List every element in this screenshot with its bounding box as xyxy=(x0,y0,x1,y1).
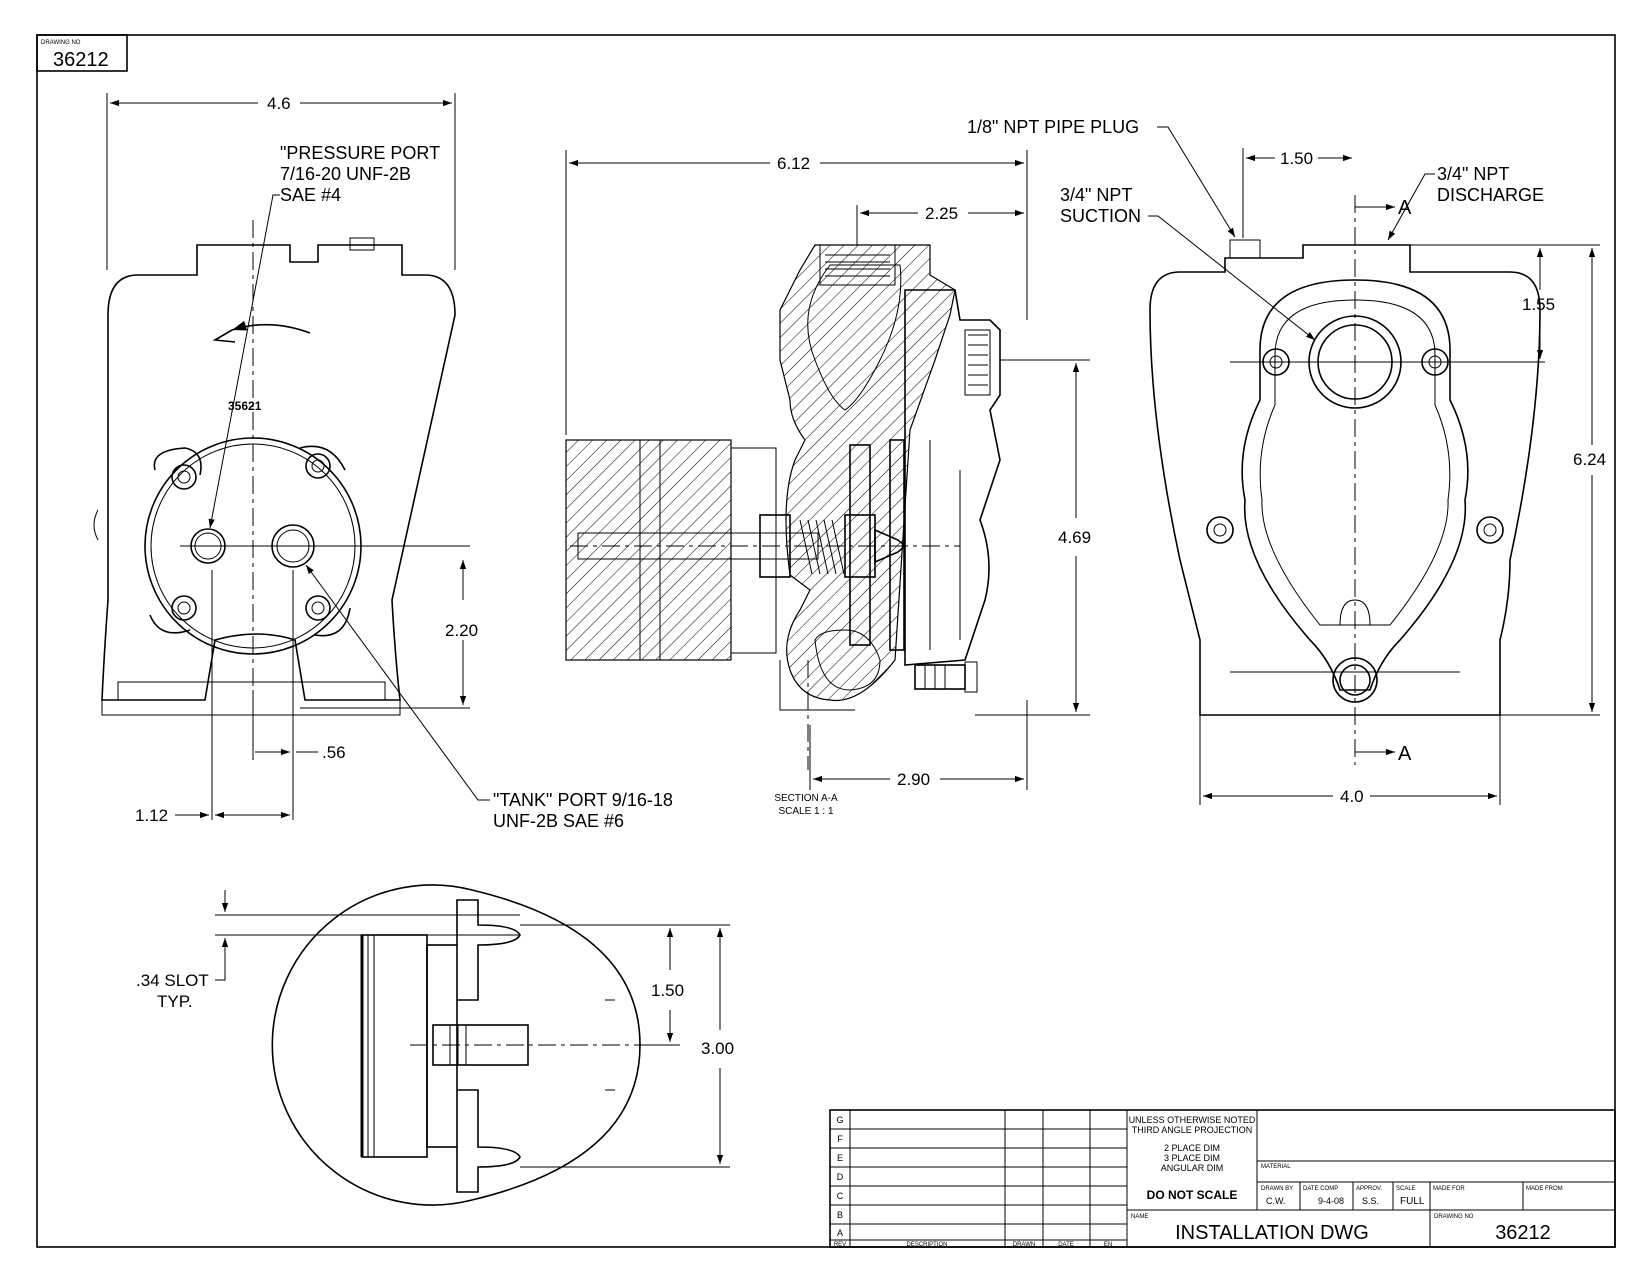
suction-offset-dim: 2.25 xyxy=(925,204,958,223)
pump-casing-section xyxy=(779,244,956,702)
right-width-dim: 4.0 xyxy=(1340,787,1364,806)
outer-dim: 3.00 xyxy=(701,1039,734,1058)
rev-letter-d: D xyxy=(837,1172,844,1182)
part-mark: 35621 xyxy=(228,399,262,413)
rev-letter-b: B xyxy=(837,1210,843,1220)
date-comp-label: DATE COMP xyxy=(1303,1186,1338,1192)
title-drawing-no: 36212 xyxy=(1495,1222,1551,1244)
front-view: 35621 4.6 "PRESSURE PORT 7/16-20 UNF-2B … xyxy=(93,93,673,831)
pipe-plug-note: 1/8" NPT PIPE PLUG xyxy=(967,117,1139,137)
pressure-port-note-1: "PRESSURE PORT xyxy=(280,143,440,163)
width-dim: 4.6 xyxy=(267,94,291,113)
rev-footer-drawn: DRAWN xyxy=(1013,1242,1035,1248)
right-pump-body xyxy=(1149,244,1541,716)
section-label-bottom: A xyxy=(1398,743,1412,765)
rotation-arrow xyxy=(231,320,311,334)
right-view: A A 1/8" NPT PIPE PLUG 3/4" NPT SUCTION … xyxy=(967,117,1606,806)
rev-footer-en: EN xyxy=(1104,1242,1112,1248)
tolerance-note-3: 2 PLACE DIM xyxy=(1164,1143,1220,1153)
discharge-offset-dim: 1.50 xyxy=(1280,149,1313,168)
overall-height-dim: 6.24 xyxy=(1573,450,1606,469)
slot-note-2: TYP. xyxy=(157,992,193,1011)
scale-label: SCALE xyxy=(1396,1186,1416,1192)
offset-dim: .56 xyxy=(322,743,346,762)
title-drawing-no-label: DRAWING NO xyxy=(1434,1214,1474,1220)
rev-footer-date: DATE xyxy=(1058,1242,1074,1248)
made-for-label: MADE FOR xyxy=(1433,1186,1465,1192)
drain-bolt xyxy=(914,664,966,690)
made-from-label: MADE FROM xyxy=(1526,1186,1563,1192)
section-height-dim: 4.69 xyxy=(1058,528,1091,547)
rev-footer-description: DESCRIPTION xyxy=(906,1242,947,1248)
tolerance-note-4: 3 PLACE DIM xyxy=(1164,1153,1220,1163)
top-dim: 1.55 xyxy=(1522,295,1555,314)
rev-letter-f: F xyxy=(837,1134,843,1144)
height-dim: 2.20 xyxy=(445,621,478,640)
overall-dim: 6.12 xyxy=(777,154,810,173)
rev-letter-c: C xyxy=(837,1191,844,1201)
foot-bottom xyxy=(456,1089,521,1193)
slot-note-1: .34 SLOT xyxy=(136,971,209,990)
tolerance-note-1: UNLESS OTHERWISE NOTED xyxy=(1129,1115,1256,1125)
flange-bolts xyxy=(171,453,331,621)
impeller xyxy=(849,444,871,646)
pressure-port-note-3: SAE #4 xyxy=(280,185,341,205)
tolerance-note-5: ANGULAR DIM xyxy=(1161,1163,1224,1173)
section-view: 6.12 2.25 4.69 2.90 SECTION A-A SCALE 1 … xyxy=(565,150,1091,817)
cover-plate xyxy=(904,289,1001,666)
drawing-number-box: DRAWING NO 36212 xyxy=(36,34,128,72)
drawn-by-label: DRAWN BY xyxy=(1261,1186,1293,1192)
pressure-port-note-2: 7/16-20 UNF-2B xyxy=(280,164,411,184)
drawing-no: 36212 xyxy=(53,49,109,71)
base-dim: 2.90 xyxy=(897,770,930,789)
rev-letter-a: A xyxy=(837,1228,843,1238)
rev-footer-rev: REV xyxy=(834,1242,846,1248)
section-caption-1: SECTION A-A xyxy=(774,793,838,804)
suction-note-2: SUCTION xyxy=(1060,206,1141,226)
inner-dim: 1.50 xyxy=(651,981,684,1000)
rev-letter-g: G xyxy=(836,1115,843,1125)
approv-label: APPROV. xyxy=(1356,1186,1382,1192)
name-label: NAME xyxy=(1131,1214,1148,1220)
date-comp: 9-4-08 xyxy=(1318,1196,1344,1206)
spacing-dim: 1.12 xyxy=(135,806,168,825)
scale: FULL xyxy=(1400,1196,1425,1207)
detail-view: .34 SLOT TYP. 1.50 3.00 xyxy=(136,884,734,1206)
drawing-no-label: DRAWING NO xyxy=(41,40,81,46)
tolerance-note-2: THIRD ANGLE PROJECTION xyxy=(1132,1125,1253,1135)
do-not-scale: DO NOT SCALE xyxy=(1147,1188,1238,1202)
suction-flange-outline xyxy=(1241,279,1469,691)
motor-body xyxy=(361,934,428,1158)
discharge-note-1: 3/4" NPT xyxy=(1437,164,1509,184)
front-pump-body xyxy=(101,244,456,701)
discharge-note-2: DISCHARGE xyxy=(1437,185,1544,205)
tank-port-note-2: UNF-2B SAE #6 xyxy=(493,811,624,831)
motor-adapter-section xyxy=(565,439,732,661)
drawn-by: C.W. xyxy=(1266,1196,1286,1206)
sheet-border xyxy=(36,34,1616,1248)
rev-letter-e: E xyxy=(837,1153,843,1163)
tank-port-note-1: "TANK" PORT 9/16-18 xyxy=(493,790,673,810)
approv: S.S. xyxy=(1362,1196,1379,1206)
detail-boundary xyxy=(271,884,473,1206)
material-label: MATERIAL xyxy=(1261,1164,1291,1170)
section-caption-2: SCALE 1 : 1 xyxy=(778,806,833,817)
suction-note-1: 3/4" NPT xyxy=(1060,185,1132,205)
drawing-name: INSTALLATION DWG xyxy=(1175,1222,1369,1244)
title-block: G F E D C B A REV DESCRIPTION DRAWN DATE… xyxy=(829,1109,1616,1248)
